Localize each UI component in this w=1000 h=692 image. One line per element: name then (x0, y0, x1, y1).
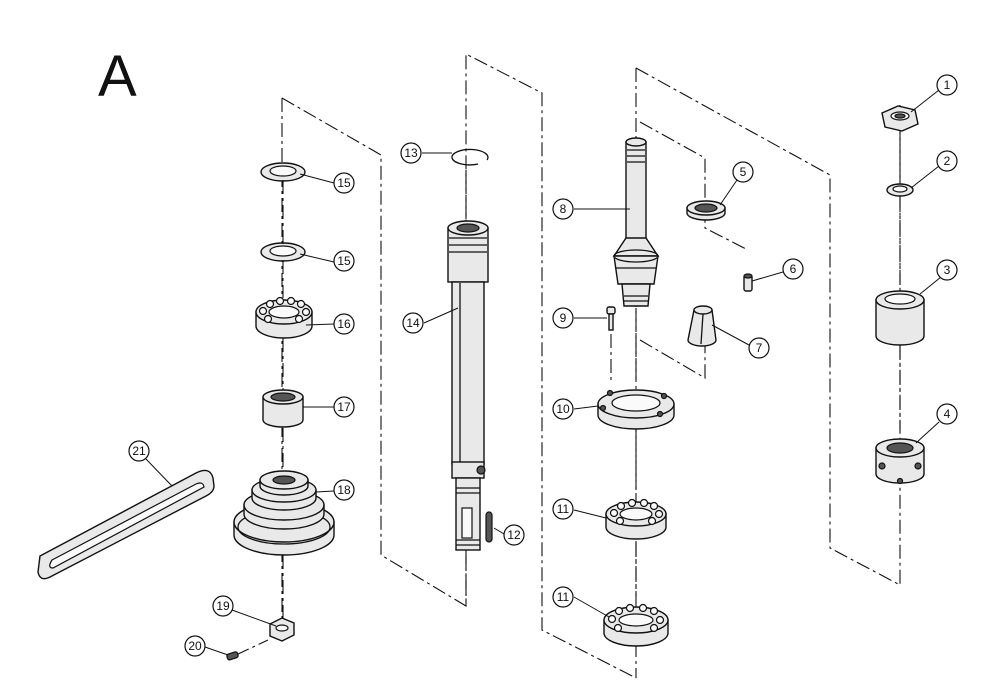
part-19-nut (269, 617, 295, 642)
part-5-seal (686, 200, 726, 221)
part-12-pin (485, 511, 493, 543)
callout-4: 4 (944, 407, 951, 421)
callout-18: 18 (337, 483, 351, 497)
part-6-key (743, 273, 753, 292)
callout-20: 20 (188, 639, 202, 653)
callout-6: 6 (790, 262, 797, 276)
part-11-bearing-upper (605, 498, 667, 540)
part-20-set-screw (226, 651, 239, 661)
callout-bubbles: 1 2 3 4 5 6 7 8 9 10 11 11 12 13 14 15 1… (128, 74, 958, 657)
part-14-spindle-shaft (447, 220, 489, 551)
section-letter: A (98, 44, 137, 109)
part-18-step-pulley (233, 470, 335, 556)
callout-15-upper: 15 (337, 176, 351, 190)
part-3-sleeve (875, 290, 925, 346)
callout-11-upper: 11 (557, 502, 570, 516)
part-2-washer (886, 183, 914, 197)
callout-5: 5 (740, 165, 747, 179)
callout-2: 2 (944, 154, 951, 168)
part-4-collar (875, 438, 925, 485)
callout-14: 14 (406, 316, 420, 330)
part-1-nut (881, 105, 919, 132)
part-21-belt (37, 469, 215, 580)
part-16-bearing (255, 296, 313, 339)
part-9-screw (606, 306, 616, 331)
callout-19: 19 (216, 599, 230, 613)
callout-8: 8 (560, 202, 567, 216)
callout-9: 9 (560, 311, 567, 325)
callout-16: 16 (337, 317, 351, 331)
part-7-collet (687, 305, 717, 347)
part-15-washer-upper (260, 162, 306, 182)
leader-lines (145, 89, 942, 656)
callout-15-lower: 15 (337, 254, 351, 268)
callout-12: 12 (507, 528, 521, 542)
callout-13: 13 (404, 146, 418, 160)
assembly-lines (281, 53, 901, 679)
callout-7: 7 (756, 341, 763, 355)
callout-17: 17 (337, 400, 351, 414)
part-8-arbor (612, 137, 660, 307)
callout-21: 21 (132, 444, 146, 458)
part-17-bushing (262, 389, 304, 428)
part-10-flange (597, 389, 675, 430)
callout-1: 1 (944, 78, 951, 92)
callout-11-lower: 11 (557, 590, 570, 604)
part-13-snap-ring (451, 148, 489, 166)
part-15-washer-lower (260, 242, 306, 262)
part-11-bearing-lower (603, 603, 669, 647)
callout-3: 3 (944, 263, 951, 277)
callout-10: 10 (556, 402, 570, 416)
